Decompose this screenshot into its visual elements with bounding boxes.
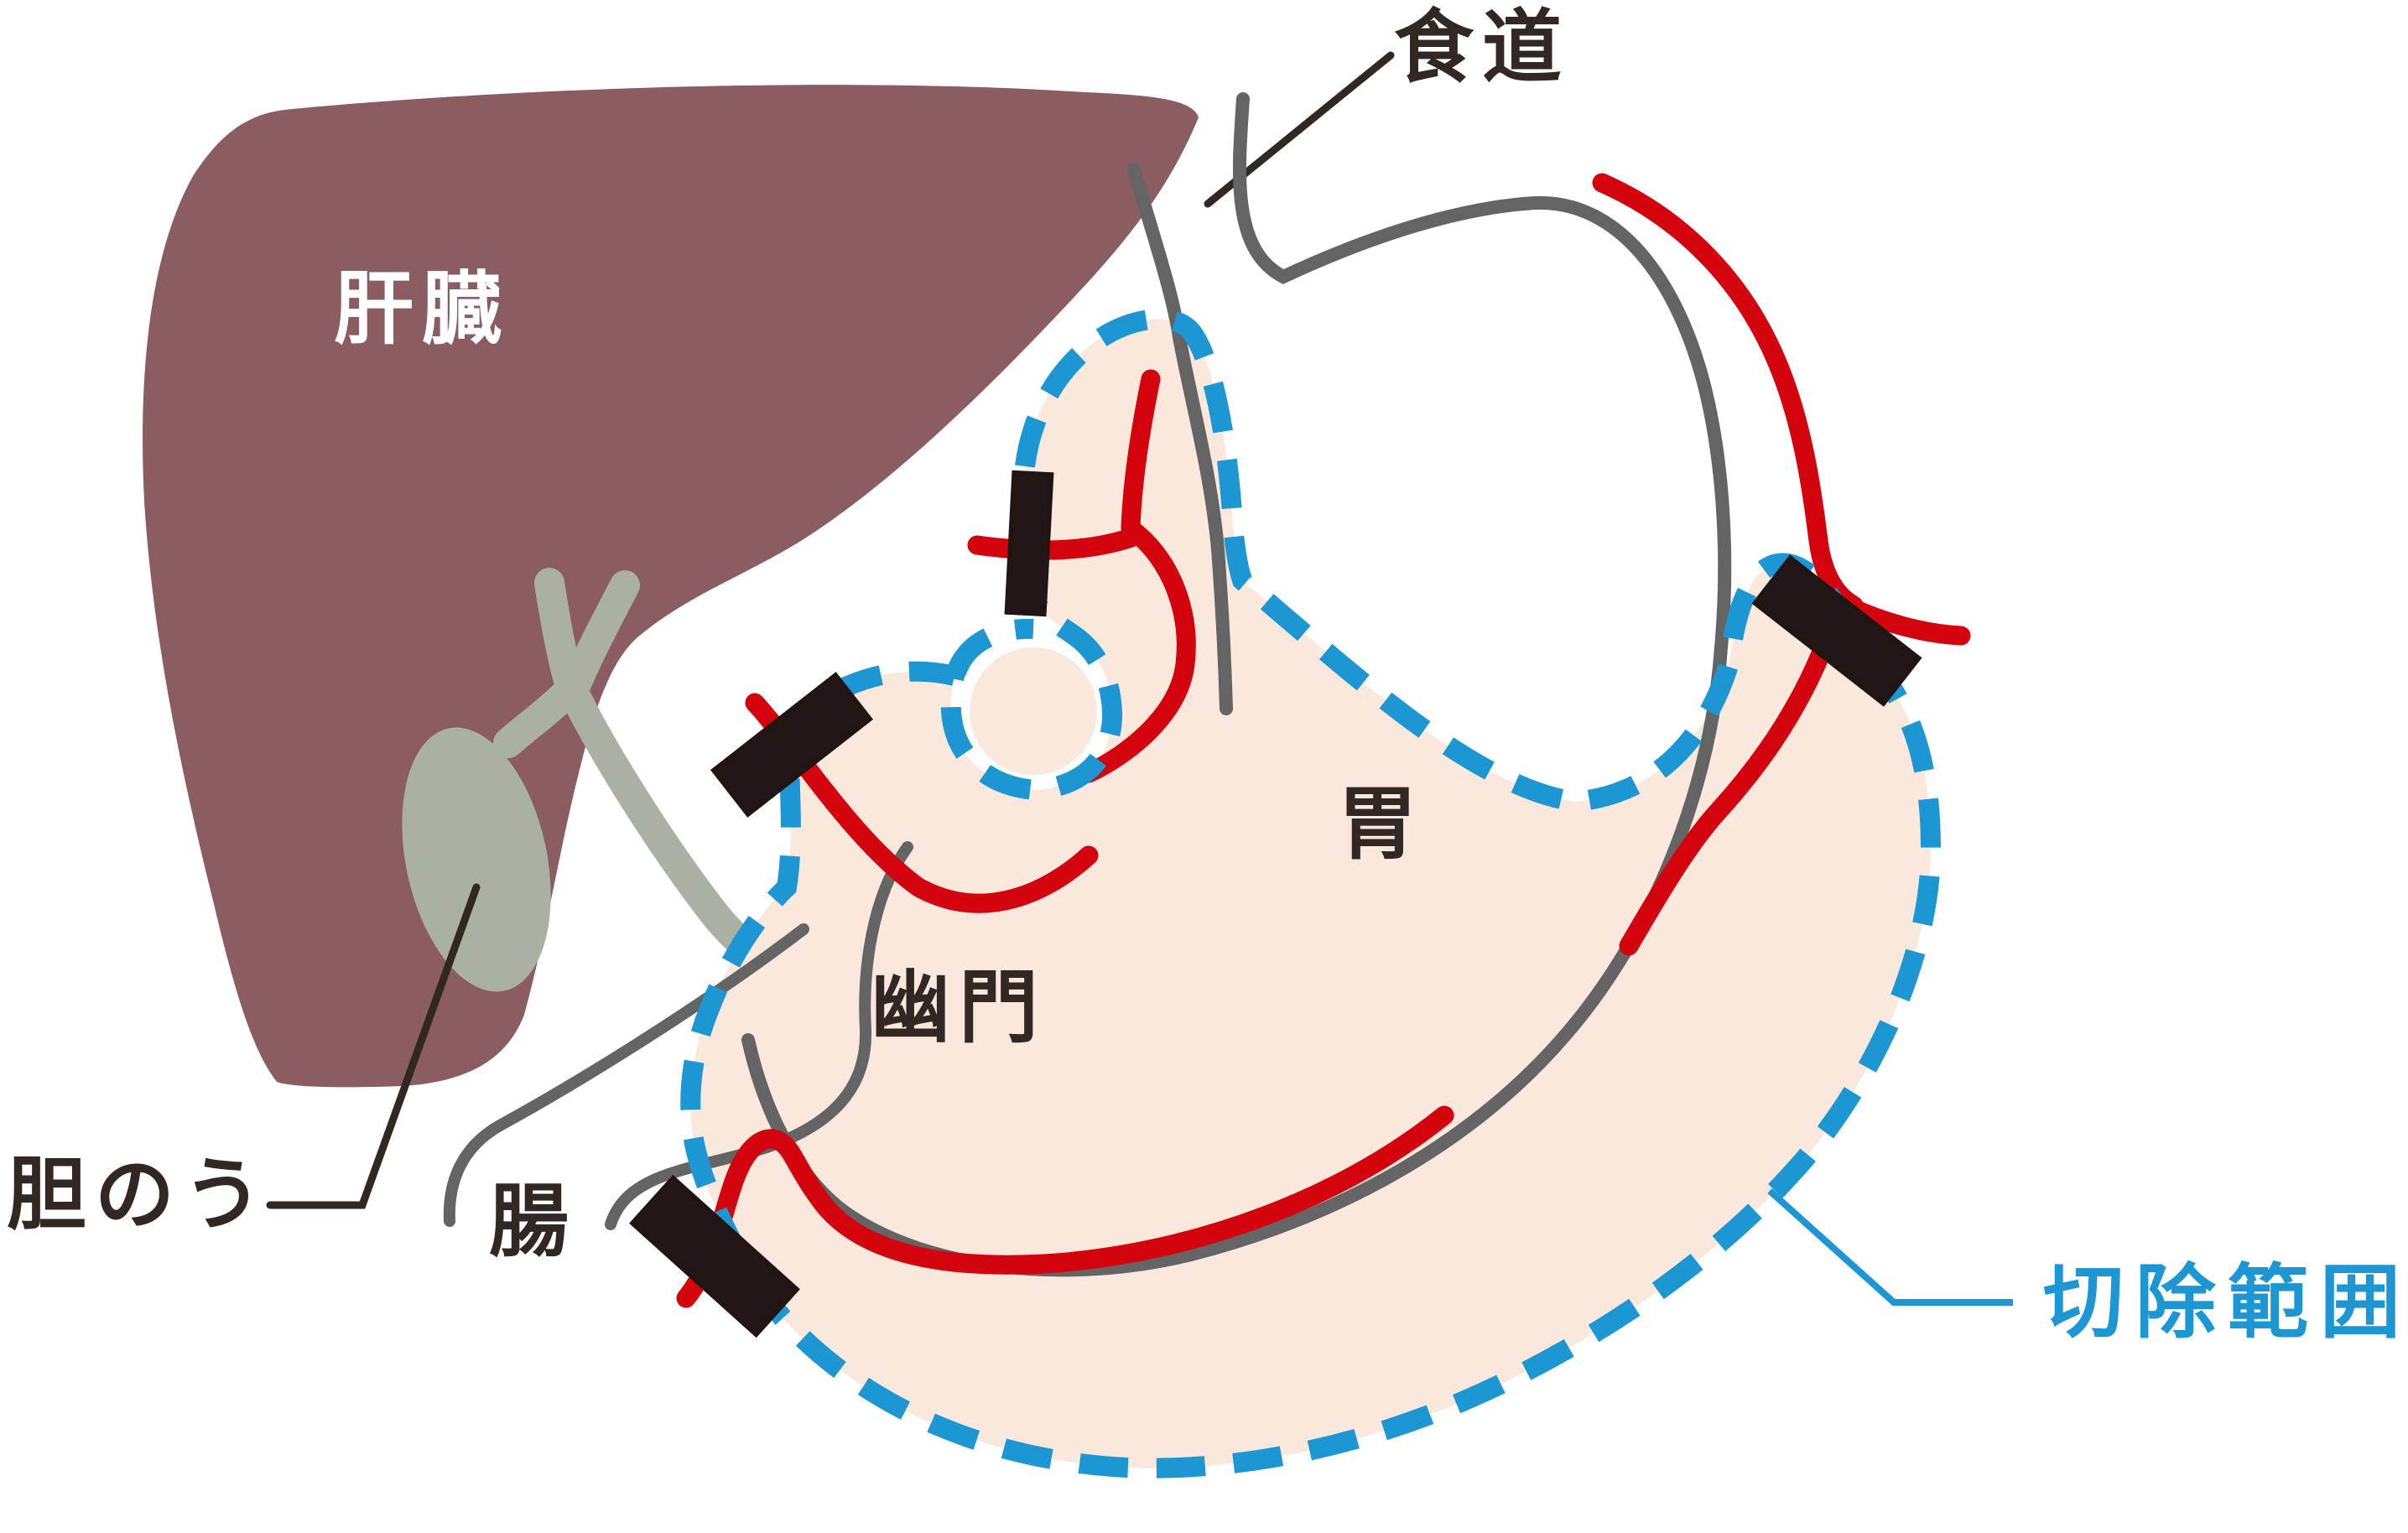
- surgical-clip-lesser-curve: [710, 672, 874, 818]
- resection-boundary-ring-top: [946, 618, 1034, 677]
- short-gastric-vessel-upper-right: [1592, 173, 1864, 616]
- stomach-label: 胃: [1338, 780, 1427, 869]
- liver-label: 肝臓: [334, 265, 511, 354]
- gallbladder-label: 胆のう: [7, 1151, 272, 1239]
- left-gastric-artery-trunk: [1121, 369, 1161, 537]
- resection-leader-line: [1767, 1188, 2013, 1306]
- gallbladder-leader-line: [266, 883, 481, 1209]
- left-gastric-artery-branch-down: [1079, 518, 1196, 783]
- resection-range-label: 切除範囲: [2043, 1258, 2408, 1348]
- resection-area-fill: [690, 319, 1931, 1468]
- duodenum-lower-wall: [605, 841, 913, 1230]
- gastroepiploic-vessel-descending: [1619, 599, 1847, 956]
- gallbladder-sac: [402, 727, 551, 992]
- common-bile-duct: [557, 674, 774, 971]
- surgical-clip-duodenum: [629, 1174, 800, 1338]
- surgical-clip-cardia: [1004, 470, 1054, 617]
- surgical-clip-greater-curve: [1751, 554, 1922, 707]
- intestine-label: 腸: [489, 1177, 578, 1266]
- left-gastric-artery-branch-left: [967, 527, 1144, 560]
- duodenum-upper-wall: [443, 923, 809, 1227]
- esophagus-left-wall: [1127, 163, 1233, 715]
- pylorus-label: 幽門: [871, 964, 1048, 1052]
- esophagus-label: 食道: [1394, 3, 1571, 92]
- surgical-clips: [629, 470, 1922, 1338]
